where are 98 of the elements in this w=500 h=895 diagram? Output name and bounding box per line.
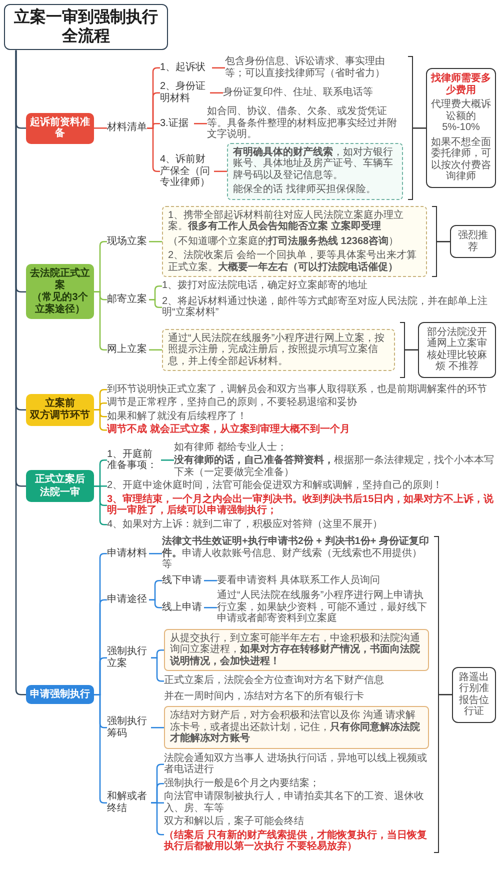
topic-text: 正式立案后 [34,474,86,486]
topic-box [26,264,94,320]
branch-label: 强制执行筹码 [107,716,151,740]
callout-text: 部分法院没开通网上立案审核处理比较麻烦 不推荐 [426,326,488,373]
bracket [434,536,439,853]
connector-line [149,349,162,351]
note-box: 从提交执行，到立案可能半年左右，中途积极和法院沟通询问立案进程，如果对方存在转移财产情况，书面向法院说明情况，会加快进程！ [164,628,429,672]
callout-box [452,666,496,723]
connector-line [413,127,426,129]
connector-line [437,240,450,242]
branch-label: 现场立案 [107,236,149,248]
topic-text: （常见的3个立案途径） [31,292,89,316]
callout-box [418,322,496,378]
note-text: 双方和解以后，案子可能会终结 [164,816,305,828]
note-text: 法律文书生效证明+执行申请书2份 + 判决书1份+ 身份证复印件。申请人收款账号信息、财产线索（无线索也不用提供）等 [162,536,429,571]
callout-text: 路遥出行别准报告位行证 [458,672,490,718]
note-text: 没有律师的话，自己准备答辩资料，根据那一条法律规定，找个小本本写下来（一定要做完全准备） [174,455,495,478]
callout-text: 代理费大概诉讼额的5%-10% [431,99,491,134]
note-text: 包含身份信息、诉讼请求、事实理由等；可以直接找律师写（省时省力） [225,56,403,80]
callout-text: 如果不想全面委托律师，可以按次付费咨询律师 [431,136,491,183]
note-text: 调节不成 就会正式立案，从立案到审理大概不到一个月 [107,424,496,436]
branch-label: 4、诉前财产保全（问专业律师） [160,154,214,189]
note-text: 如有律师 都给专业人士； [174,442,288,454]
topic-box [26,394,94,426]
note-text: 身份证复印件、住址、联系电话等 [223,87,403,99]
callout-box [450,225,496,258]
note-text: 强制执行一般是6个月之内要结案； [164,778,429,790]
connector-line [405,349,418,351]
topic-text: 去法院正式立案 [29,268,91,292]
note-text: 调节是正常程序，坚持自己的原则，不要轻易退缩和妥协 [107,397,496,409]
note-text: 向法官申请限制被执行人，申请拍卖其名下的工资、退休收入、房、车等 [164,791,429,814]
note-text: （不知道哪个立案庭的打司法服务热线 12368咨询） [168,236,400,248]
topic-box [26,470,94,502]
connector-line [161,459,174,461]
branch-label: 网上立案 [107,344,149,356]
note-text: 4、如果对方上诉：就到二审了，积极应对答辩（这里不展开） [107,518,496,530]
branch-label: 线下申请 [162,574,204,586]
connector-line [194,122,207,124]
connector-line [149,298,162,308]
note-text: 如果和解了就没有后续程序了！ [107,410,496,422]
branch-label: 3.证据 [160,118,194,130]
bracket [400,322,405,378]
note-text: 2、法院收案后 会给一个回执单，要等具体案号出来才算正式立案。大概要一年左右（可以打法院电话催促） [168,250,418,274]
note-text: 3、审理结束，一个月之内会出一审判决书。收到判决书后15日内，如果对方不上诉，说明一审胜了，后续可以申请强制执行； [107,494,496,517]
title-box: 立案一审到强制执行全流程 [4,4,168,50]
bracket [432,206,437,278]
note-text: 通过“人民法院在线服务”小程序进行网上立案，按照提示注册，完成注册后，按照提示填写立案信息，并上传全部起诉材料。 [168,332,386,368]
note-box [227,142,403,200]
topic-text: 双方调节环节 [29,410,91,422]
topic-text: 法院一审 [39,486,81,498]
connector-line [210,92,223,94]
branch-label: 申请途径 [107,594,149,606]
note-text: 正式立案后，法院会全方位查询对方名下财产信息 [164,675,429,687]
note-text: 法院会通知双方当事人 进场执行问话，异地可以线上视频或者电话进行 [164,752,429,776]
branch-label: 和解或者终结 [107,791,151,814]
note-text: 有明确具体的财产线索，如对方银行账号、具体地址及房产证号、车辆车牌号码以及登记信息等。 [233,146,394,182]
topic-box [26,684,94,704]
note-text: 2、将起诉材料通过快递，邮件等方式邮寄至对应人民法院，并在邮单上注明“立案材料” [162,296,496,319]
branch-label: 邮寄立案 [107,294,149,306]
branch-label: 1、起诉状 [160,62,212,74]
branch-label: 1、开庭前准备事项： [107,448,161,472]
callout-text: 找律师需要多少费用 [431,73,491,96]
connector-line [204,606,217,608]
connector-line [151,726,164,728]
note-box [162,328,395,372]
branch-label: 申请材料 [107,548,149,560]
note-text: 通过“人民法院在线服务”小程序进行网上申请执行立案，如果缺少资料，可能不通过，最好线下申请或者邮寄资料到立案庭 [217,590,429,625]
branch-label: 2、身份证明材料 [160,81,210,104]
branch-label: 强制执行立案 [107,646,151,670]
topic-text: 立案前 [44,398,76,409]
note-text: 并在一周时间内，冻结对方名下的所有银行卡 [164,690,365,702]
note-text: 1、携带全部起诉材料前往对应人民法院立案庭办理立案。很多有工作人员会告知能否立案 立案即受理 [168,210,405,233]
connector-line [94,409,107,431]
note-text: 到环节说明快正式立案了，调解员会和双方当事人取得联系，也是前期调解案件的环节 [107,384,496,396]
connector-line [439,694,452,696]
callout-text: 强烈推荐 [457,230,489,254]
note-box: 冻结对方财产后，对方会积极和法官以及你 沟通 请求解冻卡号，或者提出还款计划，记住，只有你同意解冻法院才能解冻对方账号 [164,706,429,749]
connector-line [149,552,162,554]
note-text: 能保全的话 找律师买担保保险。 [233,184,377,196]
topic-text: 起诉前资料准备 [29,116,91,140]
connector-line [94,485,107,526]
bracket [408,56,413,200]
branch-label: 材料清单 [107,122,147,134]
connector-line [149,240,162,242]
note-text: 要看申请资料 具体联系工作人员询问 [217,574,429,586]
connector-line [212,67,225,69]
callout-box [426,68,496,188]
note-box [162,206,427,278]
connector-line [214,170,227,172]
topic-text: 申请强制执行 [29,688,91,700]
connector-line [204,580,217,582]
connector-line [94,127,107,129]
note-text: 1、拨打对应法院电话，确定好立案邮寄的地址 [162,280,496,292]
connector-line [149,599,162,608]
branch-label: 线上申请 [162,602,204,614]
note-text: 如合同、协议、借条、欠条、或发货凭证等。具备条件整理的材料应把事实经过并附文字说明。 [207,106,403,141]
note-text: 2、开庭中途休庭时间，法官可能会促进双方和解或调解，坚持自己的原则！ [107,480,496,492]
note-text: （结案后 只有新的财产线索提供，才能恢复执行，当日恢复执行后都被用以第一次执行 不要轻易放弃） [164,830,428,853]
